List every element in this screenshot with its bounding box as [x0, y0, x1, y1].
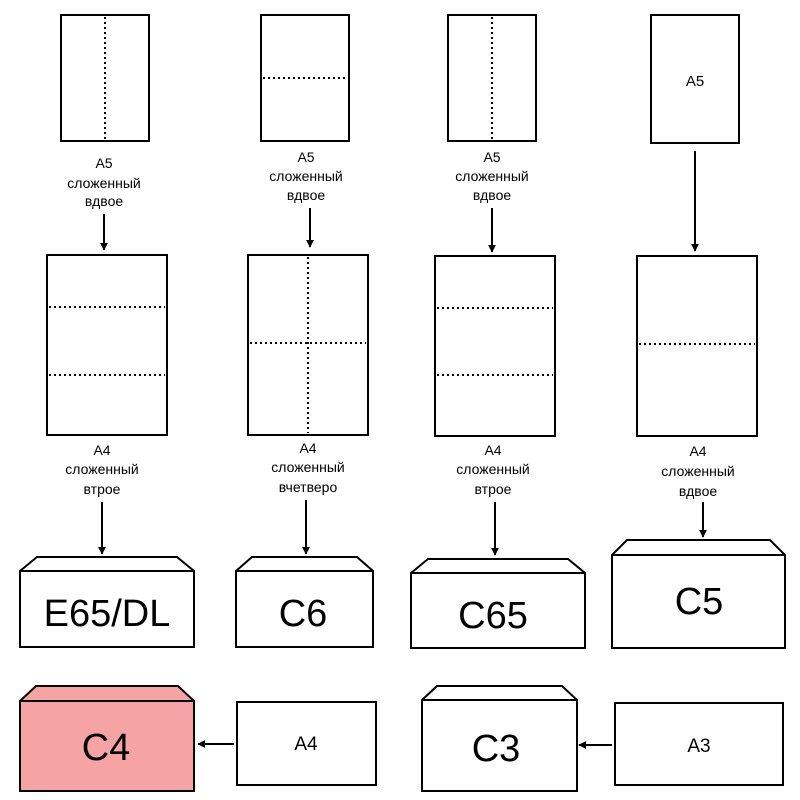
sheet-label: A3: [687, 736, 710, 757]
caption-line: сложенный: [269, 168, 342, 184]
sheet-label: A4: [294, 734, 318, 755]
a4-sheet-2: [247, 254, 369, 436]
a3-sheet-flat: [614, 702, 784, 786]
caption-line: A4: [484, 442, 501, 458]
caption-line: A4: [299, 440, 316, 456]
a4-sheet-4: [636, 255, 758, 437]
caption-line: A5: [483, 149, 500, 165]
caption-line: сложенный: [65, 461, 138, 477]
bottom-row-c4: C4 A4: [19, 685, 377, 792]
envelope-label: C65: [458, 595, 528, 637]
bottom-row-c3: C3 A3: [421, 685, 784, 792]
caption-line: вдвое: [85, 193, 124, 209]
caption-line: вдвое: [287, 187, 326, 203]
column-4: A5 A4 сложенный вдвое C5: [611, 14, 786, 649]
envelope-label: C3: [472, 728, 521, 770]
envelope-label: C5: [675, 581, 724, 623]
column-3: A5 сложенный вдвое A4 сложенный втрое C6…: [410, 14, 586, 649]
caption-line: втрое: [475, 481, 512, 497]
caption-line: A4: [689, 443, 706, 459]
caption-line: сложенный: [271, 459, 344, 475]
column-1: A5 сложенный вдвое A4 сложенный втрое E6…: [19, 14, 195, 648]
caption-line: A5: [297, 149, 314, 165]
caption-line: сложенный: [661, 463, 734, 479]
caption-line: сложенный: [455, 168, 528, 184]
column-2: A5 сложенный вдвое A4 сложенный вчетверо…: [235, 14, 374, 648]
a4-sheet-1: [46, 254, 168, 436]
caption-line: A5: [95, 155, 112, 171]
a5-sheet-4: [650, 14, 740, 144]
envelope-label: C6: [279, 593, 328, 635]
caption-line: вдвое: [679, 483, 718, 499]
caption-line: вчетверо: [279, 479, 338, 495]
a4-sheet-flat: [236, 701, 377, 786]
caption-line: сложенный: [456, 461, 529, 477]
caption-line: A4: [93, 442, 110, 458]
caption-line: вдвое: [473, 187, 512, 203]
a4-sheet-3: [434, 255, 556, 437]
caption-line: сложенный: [67, 175, 140, 191]
envelope-label: C4: [82, 727, 131, 769]
caption-line: втрое: [84, 481, 121, 497]
envelope-label: E65/DL: [44, 593, 171, 635]
sheet-label: A5: [686, 73, 704, 90]
